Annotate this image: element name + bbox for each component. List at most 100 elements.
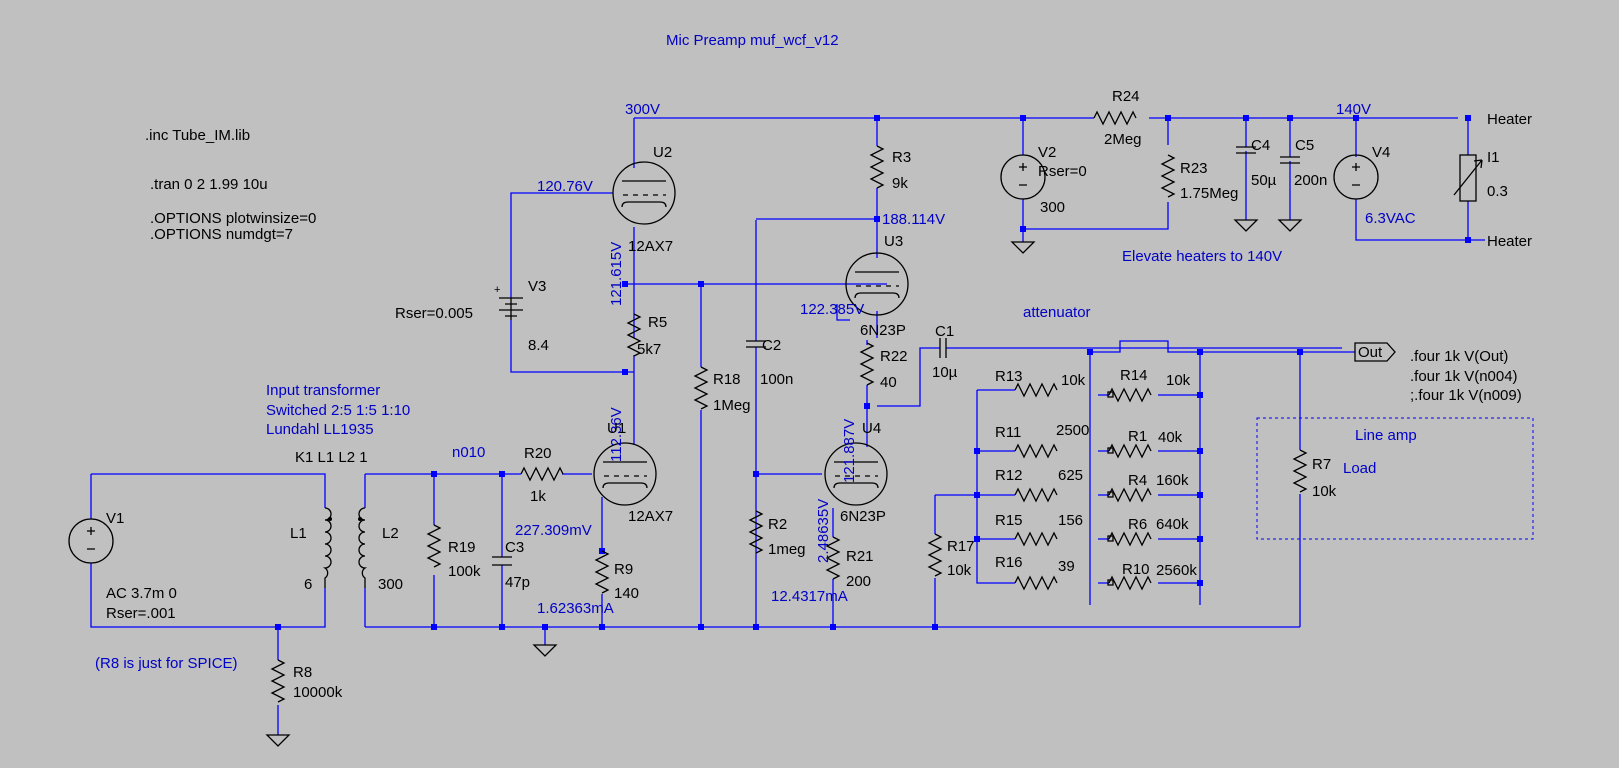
l2-value: 300 <box>378 576 403 593</box>
schematic-title: Mic Preamp muf_wcf_v12 <box>666 32 839 49</box>
ground-c5 <box>1278 219 1302 232</box>
svg-text:+: + <box>494 284 500 296</box>
u2-name: U2 <box>653 144 672 161</box>
note-line-amp: Line amp <box>1355 427 1417 444</box>
voltage-300v: 300V <box>625 101 660 118</box>
i1-name: I1 <box>1487 149 1500 166</box>
capacitor-c5-symbol <box>1280 156 1300 164</box>
resistor-r4-symbol <box>1108 488 1152 502</box>
source-v4-symbol <box>1333 154 1379 200</box>
voltage-u4-cathode: 2.48635V <box>815 499 832 563</box>
r14-name: R14 <box>1120 367 1148 384</box>
r16-value: 39 <box>1058 558 1075 575</box>
r17-value: 10k <box>947 562 972 579</box>
current-source-i1-symbol <box>1453 154 1483 202</box>
r10-name: R10 <box>1122 561 1150 578</box>
u4-value: 6N23P <box>840 508 886 525</box>
r20-value: 1k <box>530 488 546 505</box>
net-label-out: Out <box>1358 344 1383 361</box>
directive-plotwinsize: .OPTIONS plotwinsize=0 <box>150 210 316 227</box>
capacitor-c3-symbol <box>492 556 512 566</box>
ground-main <box>533 644 557 657</box>
note-heaters: Elevate heaters to 140V <box>1122 248 1282 265</box>
r24-name: R24 <box>1112 88 1140 105</box>
c1-name: C1 <box>935 323 954 340</box>
u4-name: U4 <box>862 420 881 437</box>
note-attenuator: attenuator <box>1023 304 1091 321</box>
r3-value: 9k <box>892 175 908 192</box>
note-lundahl: Lundahl LL1935 <box>266 421 374 438</box>
r3-name: R3 <box>892 149 911 166</box>
resistor-r3-symbol <box>870 145 884 189</box>
directive-numdgt: .OPTIONS numdgt=7 <box>150 226 293 243</box>
r5-name: R5 <box>648 314 667 331</box>
voltage-u3-plate: 188.114V <box>882 211 945 228</box>
note-coupling: K1 L1 L2 1 <box>295 449 368 466</box>
r23-name: R23 <box>1180 160 1208 177</box>
net-label-heater-top: Heater <box>1487 111 1532 128</box>
directive-four-n004: .four 1k V(n004) <box>1410 368 1518 385</box>
voltage-u2-cathode: 121.615V <box>608 242 625 306</box>
r7-name: R7 <box>1312 456 1331 473</box>
note-load: Load <box>1343 460 1376 477</box>
r6-name: R6 <box>1128 516 1147 533</box>
r21-name: R21 <box>846 548 874 565</box>
u2-value: 12AX7 <box>628 238 673 255</box>
tube-u2-symbol <box>612 161 676 225</box>
v3-value: 8.4 <box>528 337 549 354</box>
c1-value: 10µ <box>932 364 958 381</box>
resistor-r15-symbol <box>1014 532 1058 546</box>
v1-name: V1 <box>106 510 124 527</box>
resistor-r13-symbol <box>1014 383 1058 397</box>
r20-name: R20 <box>524 445 552 462</box>
v1-value: AC 3.7m 0 <box>106 585 177 602</box>
resistor-r17-symbol <box>928 533 942 577</box>
r2-value: 1meg <box>768 541 806 558</box>
resistor-r14-symbol <box>1108 388 1152 402</box>
note-switched-ratios: Switched 2:5 1:5 1:10 <box>266 402 410 419</box>
resistor-r10-symbol <box>1108 576 1152 590</box>
u1-value: 12AX7 <box>628 508 673 525</box>
r18-name: R18 <box>713 371 741 388</box>
resistor-r7-symbol <box>1293 449 1307 493</box>
resistor-r20-symbol <box>520 467 564 481</box>
resistor-r16-symbol <box>1014 576 1058 590</box>
r15-value: 156 <box>1058 512 1083 529</box>
v3-rser: Rser=0.005 <box>395 305 473 322</box>
r4-name: R4 <box>1128 472 1147 489</box>
c4-name: C4 <box>1251 137 1270 154</box>
r23-value: 1.75Meg <box>1180 185 1238 202</box>
r24-value: 2Meg <box>1104 131 1142 148</box>
c2-name: C2 <box>762 337 781 354</box>
l1-name: L1 <box>290 525 307 542</box>
resistor-r11-symbol <box>1014 444 1058 458</box>
voltage-140v: 140V <box>1336 101 1371 118</box>
resistor-r18-symbol <box>694 366 708 410</box>
r13-name: R13 <box>995 368 1023 385</box>
v2-name: V2 <box>1038 144 1056 161</box>
r16-name: R16 <box>995 554 1023 571</box>
r2-name: R2 <box>768 516 787 533</box>
r22-name: R22 <box>880 348 908 365</box>
v4-value: 6.3VAC <box>1365 210 1416 227</box>
l1-value: 6 <box>304 576 312 593</box>
r15-name: R15 <box>995 512 1023 529</box>
u1-name: U1 <box>607 420 626 437</box>
c5-name: C5 <box>1295 137 1314 154</box>
r10-value: 2560k <box>1156 562 1197 579</box>
resistor-r9-symbol <box>595 550 609 594</box>
r1-value: 40k <box>1158 429 1183 446</box>
resistor-r1-symbol <box>1108 444 1152 458</box>
current-u4: 12.4317mA <box>771 588 848 605</box>
note-input-transformer: Input transformer <box>266 382 380 399</box>
r8-value: 10000k <box>293 684 343 701</box>
r14-value: 10k <box>1166 372 1191 389</box>
r18-value: 1Meg <box>713 397 751 414</box>
resistor-r6-symbol <box>1108 532 1152 546</box>
v3-name: V3 <box>528 278 546 295</box>
c5-value: 200n <box>1294 172 1327 189</box>
capacitor-c2-symbol <box>746 340 766 348</box>
r9-value: 140 <box>614 585 639 602</box>
r9-name: R9 <box>614 561 633 578</box>
r5-value: 5k7 <box>637 341 661 358</box>
